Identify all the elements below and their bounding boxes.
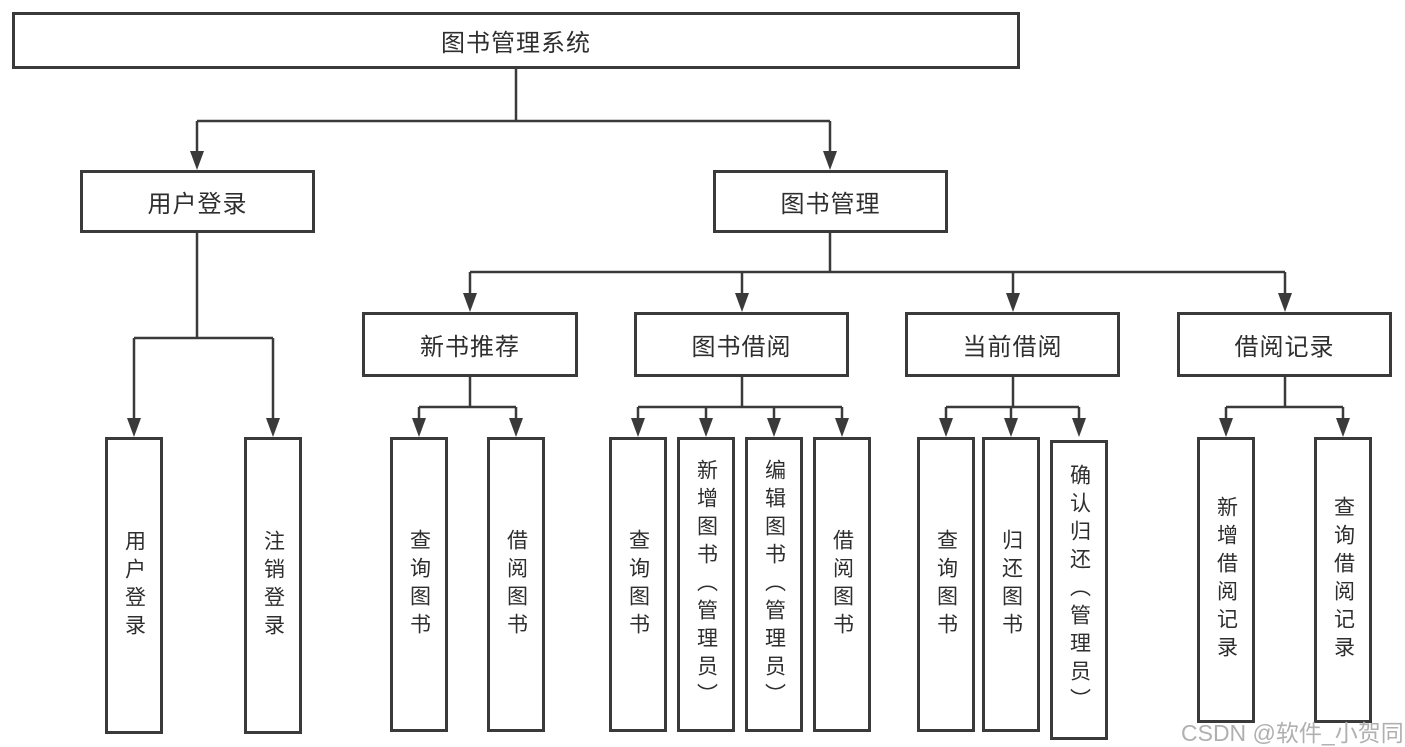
leaf-logout: 注销登录: [244, 437, 302, 734]
leaf-add-borrow-record: 新增借阅记录: [1197, 437, 1255, 723]
node-library-management-system: 图书管理系统: [12, 12, 1020, 69]
node-label: 借阅图书: [504, 528, 528, 641]
node-label: 查询借阅记录: [1331, 496, 1355, 664]
leaf-query-books-borrowing: 查询图书: [609, 437, 667, 732]
node-label: 新增图书（管理员）: [694, 458, 718, 711]
leaf-add-book-admin: 新增图书（管理员）: [677, 437, 735, 732]
node-label: 借阅记录: [1234, 334, 1335, 361]
node-label: 借阅图书: [830, 528, 854, 641]
node-book-borrowing: 图书借阅: [634, 312, 849, 377]
csdn-watermark: CSDN @软件_小贺同学: [1181, 720, 1405, 746]
leaf-edit-book-admin: 编辑图书（管理员）: [745, 437, 803, 732]
node-label: 查询图书: [626, 528, 650, 641]
leaf-query-books-recommend: 查询图书: [390, 437, 448, 732]
node-label: 用户登录: [147, 191, 248, 218]
leaf-query-books-current: 查询图书: [917, 437, 975, 732]
node-label: 新增借阅记录: [1214, 496, 1238, 664]
node-label: 图书管理系统: [441, 30, 591, 57]
node-label: 图书借阅: [691, 334, 792, 361]
node-label: 用户登录: [122, 529, 146, 642]
leaf-query-borrow-record: 查询借阅记录: [1314, 437, 1372, 723]
node-label: 当前借阅: [962, 334, 1063, 361]
node-book-management: 图书管理: [713, 170, 948, 233]
leaf-return-book: 归还图书: [982, 437, 1040, 732]
node-label: 注销登录: [261, 529, 285, 642]
node-label: 归还图书: [999, 528, 1023, 641]
node-user-login: 用户登录: [80, 170, 315, 233]
node-current-borrowing: 当前借阅: [905, 312, 1120, 377]
leaf-borrow-books-recommend: 借阅图书: [487, 437, 545, 732]
node-new-book-recommend: 新书推荐: [362, 312, 578, 377]
leaf-borrow-books: 借阅图书: [813, 437, 871, 732]
node-label: 图书管理: [780, 191, 881, 218]
leaf-confirm-return-admin: 确认归还（管理员）: [1050, 440, 1108, 740]
node-label: 新书推荐: [420, 334, 520, 361]
node-label: 确认归还（管理员）: [1067, 464, 1091, 716]
node-label: 查询图书: [407, 528, 431, 641]
node-label: 编辑图书（管理员）: [762, 458, 786, 711]
node-borrowing-records: 借阅记录: [1177, 312, 1392, 377]
node-label: 查询图书: [934, 528, 958, 641]
leaf-user-login: 用户登录: [105, 437, 163, 734]
